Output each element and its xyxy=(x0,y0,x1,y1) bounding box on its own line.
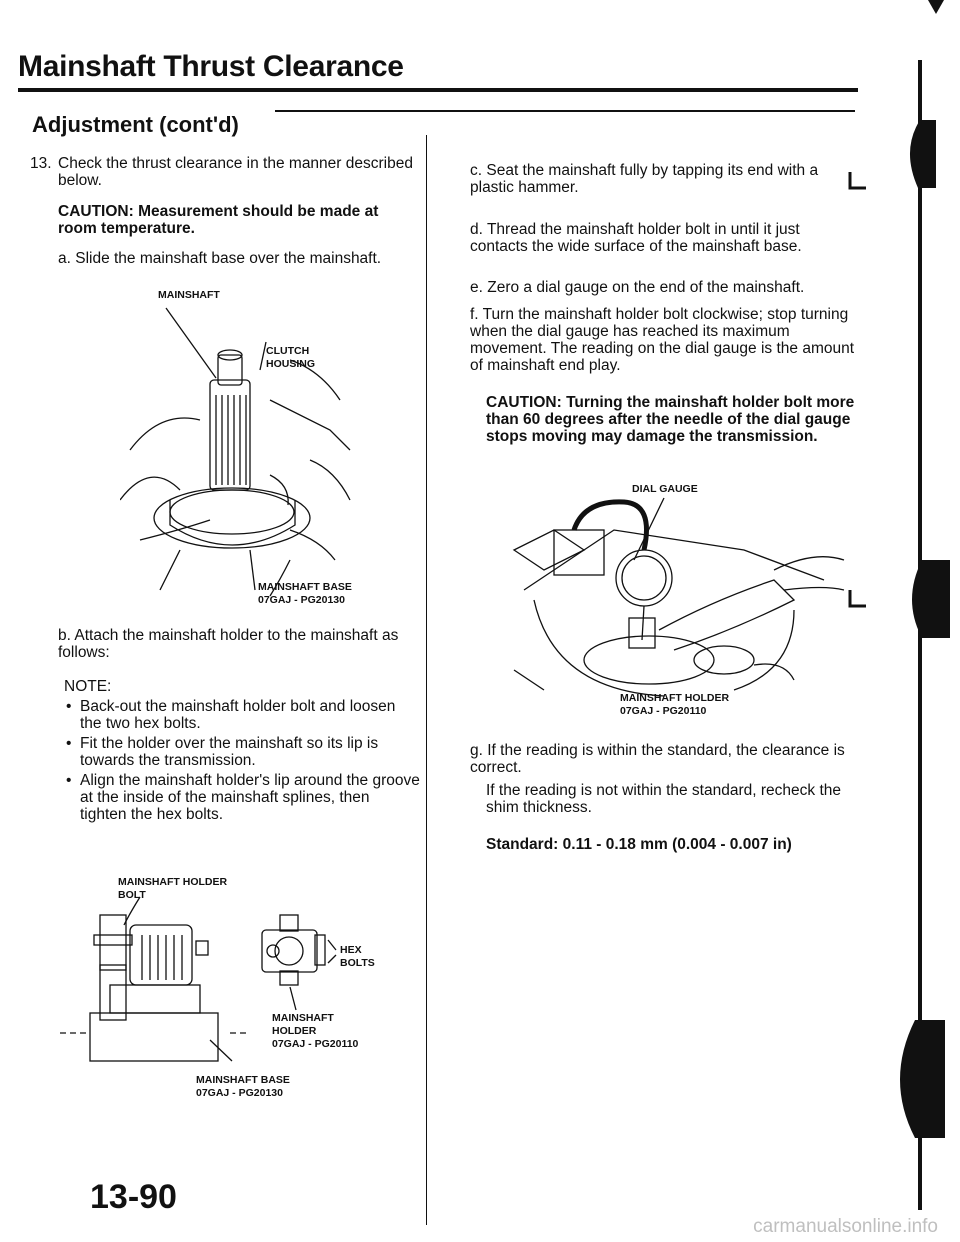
label-housing: HOUSING xyxy=(266,358,316,370)
label-mainshaft-holder-3-pn: 07GAJ - PG20110 xyxy=(620,705,707,717)
margin-bar xyxy=(918,60,922,1210)
caution-turning: CAUTION: Turning the mainshaft holder bo… xyxy=(486,394,855,445)
mainshaft-base-illustration xyxy=(120,307,351,597)
holder-assembly-illustration xyxy=(60,896,337,1062)
page-number: 13-90 xyxy=(90,1178,177,1216)
binding-mark-bottom xyxy=(900,1020,945,1138)
standard-value: Standard: 0.11 - 0.18 mm (0.004 - 0.007 … xyxy=(486,836,792,853)
label-dial-gauge: DIAL GAUGE xyxy=(632,483,698,495)
label-mainshaft-base: MAINSHAFT BASE xyxy=(258,581,352,593)
label-base-2-pn: 07GAJ - PG20130 xyxy=(196,1087,283,1099)
step-13-text: Check the thrust clearance in the manner… xyxy=(58,155,413,189)
binding-mark-middle xyxy=(912,560,950,638)
tick-mark-2 xyxy=(848,590,866,608)
site-watermark[interactable]: carmanualsonline.info xyxy=(753,1216,938,1237)
caution-measurement: CAUTION: Measurement should be made at r… xyxy=(58,203,379,237)
binding-mark-corner xyxy=(928,0,944,14)
label-holder-bolt: MAINSHAFT HOLDER xyxy=(118,876,228,888)
page-title: Mainshaft Thrust Clearance xyxy=(18,50,404,83)
subtitle-rule xyxy=(275,110,855,112)
label-holder-pn: 07GAJ - PG20110 xyxy=(272,1038,359,1050)
label-mainshaft-holder-3: MAINSHAFT HOLDER xyxy=(620,692,730,704)
step-c: c. Seat the mainshaft fully by tapping i… xyxy=(470,162,819,196)
column-divider xyxy=(426,135,427,1225)
step-13: 13. Check the thrust clearance in the ma… xyxy=(30,155,420,189)
step-13-number: 13. xyxy=(30,155,52,172)
label-holder-2: HOLDER xyxy=(272,1025,317,1037)
label-mainshaft: MAINSHAFT xyxy=(158,289,220,301)
section-subtitle: Adjustment (cont'd) xyxy=(32,112,239,137)
step-a: a. Slide the mainshaft base over the mai… xyxy=(58,250,382,267)
note-item: Fit the holder over the mainshaft so its… xyxy=(64,735,420,769)
note-item: Align the mainshaft holder's lip around … xyxy=(64,772,420,823)
step-g: g. If the reading is within the standard… xyxy=(470,742,845,776)
step-b: b. Attach the mainshaft holder to the ma… xyxy=(58,627,399,661)
dial-gauge-illustration xyxy=(512,497,845,697)
step-f: f. Turn the mainshaft holder bolt clockw… xyxy=(470,306,855,374)
label-holder-bolt-2: BOLT xyxy=(118,889,146,901)
note-list: Back-out the mainshaft holder bolt and l… xyxy=(64,698,420,826)
label-mainshaft-base-pn: 07GAJ - PG20130 xyxy=(258,594,345,606)
label-hex-bolts: HEX xyxy=(340,944,362,956)
title-rule xyxy=(18,88,858,92)
step-g-recheck: If the reading is not within the standar… xyxy=(486,782,841,816)
label-holder: MAINSHAFT xyxy=(272,1012,334,1024)
step-e: e. Zero a dial gauge on the end of the m… xyxy=(470,279,805,296)
note-label: NOTE: xyxy=(64,678,112,695)
tick-mark-1 xyxy=(848,172,866,190)
label-base-2: MAINSHAFT BASE xyxy=(196,1074,290,1086)
label-hex-bolts-2: BOLTS xyxy=(340,957,375,969)
label-clutch: CLUTCH xyxy=(266,345,310,357)
note-item: Back-out the mainshaft holder bolt and l… xyxy=(64,698,420,732)
binding-mark-top xyxy=(909,120,936,188)
step-d: d. Thread the mainshaft holder bolt in u… xyxy=(470,221,802,255)
